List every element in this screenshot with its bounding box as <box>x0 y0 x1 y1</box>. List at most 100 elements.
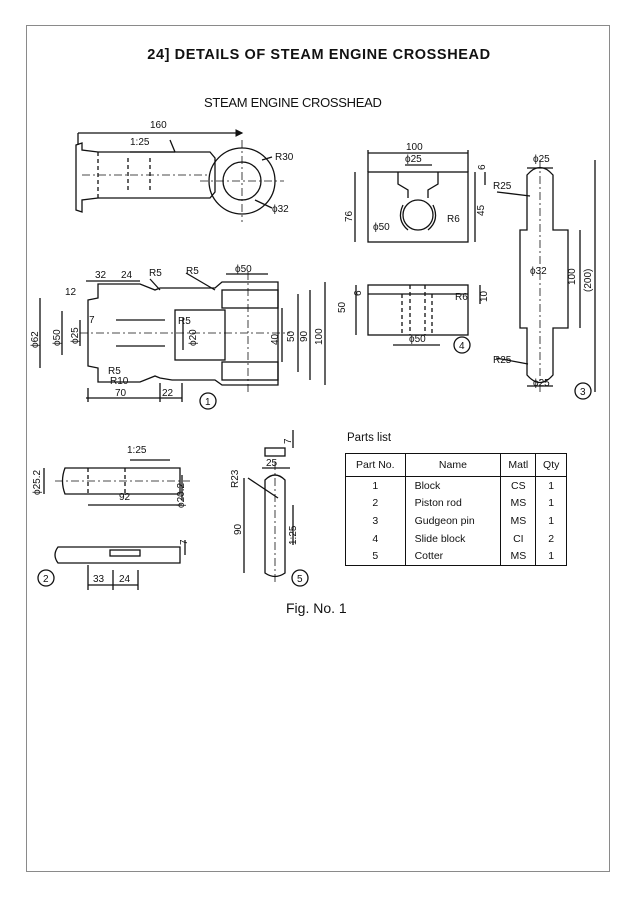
dim-10: 10 <box>479 290 490 302</box>
dim-50-b: 50 <box>337 301 348 313</box>
dim-phi50-d: ϕ50 <box>409 334 426 345</box>
cell-matl: MS <box>500 547 537 567</box>
callout-1-circle <box>199 392 217 410</box>
dim-7-c: 7 <box>283 438 294 444</box>
dim-phi20: ϕ20 <box>188 329 199 346</box>
dim-r6-a: R6 <box>447 214 460 225</box>
dim-12: 12 <box>65 287 77 298</box>
dim-6-b: 6 <box>353 290 364 296</box>
callout-5-circle <box>291 569 309 587</box>
block-sectional-view <box>39 272 326 402</box>
dim-45: 45 <box>476 204 487 216</box>
dim-r5-c: R5 <box>178 316 191 327</box>
cell-name: Block <box>404 476 502 495</box>
dim-phi25-2: ϕ25.2 <box>32 469 43 495</box>
dim-phi25-c: ϕ25 <box>533 378 550 389</box>
dim-7-a: 7 <box>89 315 95 326</box>
dim-76: 76 <box>344 210 355 222</box>
callout-3-circle <box>574 382 592 400</box>
cell-matl: CS <box>500 476 537 495</box>
dim-r23: R23 <box>230 469 241 488</box>
callout-4: 4 <box>459 341 465 352</box>
cell-name: Cotter <box>404 547 502 567</box>
cell-name: Slide block <box>404 529 502 548</box>
cell-part-no: 1 <box>345 476 406 495</box>
dim-r25-b: R25 <box>493 355 512 366</box>
dim-90: 90 <box>299 330 310 342</box>
dim-r30: R30 <box>275 152 294 163</box>
dim-100-b: 100 <box>567 268 578 285</box>
cell-qty: 2 <box>535 529 567 548</box>
dim-r5-b: R5 <box>186 266 199 277</box>
dim-6-a: 6 <box>477 164 488 170</box>
drawing-title: STEAM ENGINE CROSSHEAD <box>204 95 382 110</box>
dim-24-a: 24 <box>121 270 133 281</box>
dim-phi50-c: ϕ50 <box>52 329 63 346</box>
dim-r10: R10 <box>110 376 129 387</box>
dim-r5-a: R5 <box>149 268 162 279</box>
dim-phi50-b: ϕ50 <box>235 264 252 275</box>
dim-40: 40 <box>270 333 281 345</box>
dim-33: 33 <box>93 574 105 585</box>
piston-rod-view <box>43 459 190 590</box>
dim-25: 25 <box>266 458 278 469</box>
dim-phi50-a: ϕ50 <box>373 222 390 233</box>
parts-header-row: Part No. Name Matl Qty <box>345 452 567 478</box>
cell-matl: MS <box>500 512 537 530</box>
callout-5: 5 <box>297 574 303 585</box>
dim-phi32-b: ϕ32 <box>530 266 547 277</box>
dim-100: 100 <box>406 142 423 153</box>
cell-name: Piston rod <box>404 494 502 513</box>
block-top-view <box>75 129 284 222</box>
cell-matl: MS <box>500 494 537 513</box>
cell-name: Gudgeon pin <box>404 512 502 530</box>
dim-50: 50 <box>286 330 297 342</box>
dim-200: (200) <box>583 269 594 292</box>
dim-phi25-b: ϕ25 <box>533 154 550 165</box>
gudgeon-pin-view <box>495 160 596 392</box>
dim-22: 22 <box>162 388 174 399</box>
slide-block-side <box>355 284 481 346</box>
dim-phi62: ϕ62 <box>30 331 41 348</box>
cell-qty: 1 <box>535 494 567 513</box>
header-qty: Qty <box>535 452 567 478</box>
dim-phi32-a: ϕ32 <box>272 204 289 215</box>
dim-32: 32 <box>95 270 107 281</box>
dim-90-b: 90 <box>233 523 244 535</box>
dim-taper-2: 1:25 <box>127 445 147 456</box>
callout-2-circle <box>37 569 55 587</box>
callout-1: 1 <box>205 397 211 408</box>
header-matl: Matl <box>500 452 537 478</box>
dim-r5-d: R5 <box>108 366 121 377</box>
cell-qty: 1 <box>535 547 567 567</box>
page-heading: 24] DETAILS OF STEAM ENGINE CROSSHEAD <box>147 47 491 63</box>
dim-phi20-2: ϕ20.2 <box>176 482 187 508</box>
header-name: Name <box>404 452 502 478</box>
dim-phi25-a: ϕ25 <box>405 154 422 165</box>
cell-qty: 1 <box>535 476 567 495</box>
header-part-no: Part No. <box>345 452 406 478</box>
page-border <box>26 25 610 872</box>
callout-4-circle <box>453 336 471 354</box>
parts-list-title: Parts list <box>347 432 392 444</box>
dim-r25-a: R25 <box>493 181 512 192</box>
figure-caption: Fig. No. 1 <box>286 600 347 616</box>
cell-matl: CI <box>500 529 537 548</box>
cell-part-no: 2 <box>345 494 406 513</box>
dim-100-c: 100 <box>314 328 325 345</box>
cell-part-no: 5 <box>345 547 406 567</box>
dim-160: 160 <box>150 120 167 131</box>
slide-block-front <box>354 150 486 243</box>
dim-92: 92 <box>119 492 131 503</box>
dim-taper-3: 1:25 <box>288 525 299 545</box>
cell-part-no: 4 <box>345 529 406 548</box>
dim-r6-b: R6 <box>455 292 468 303</box>
callout-2: 2 <box>43 574 49 585</box>
callout-3: 3 <box>580 387 586 398</box>
